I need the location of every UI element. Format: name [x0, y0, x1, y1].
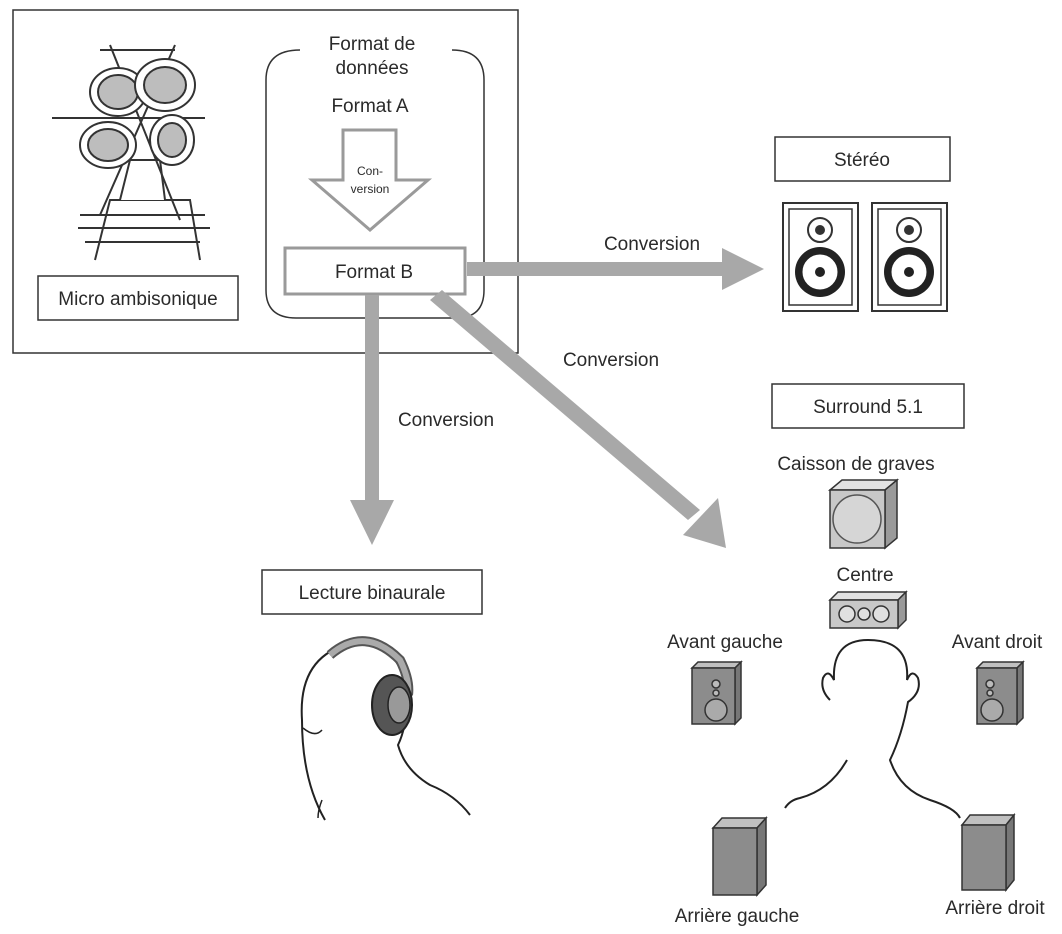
format-b-label: Format B: [335, 262, 413, 283]
rear-left-speaker-icon: [711, 816, 768, 897]
ambisonic-microphone-icon: [52, 44, 210, 261]
stereo-speaker-right-icon: [871, 202, 948, 312]
format-a-label: Format A: [331, 96, 408, 117]
binaural-label-box: [261, 569, 483, 615]
surround-label: Surround 5.1: [813, 397, 923, 418]
arrow-to-surround: [430, 290, 726, 548]
subwoofer-icon: [827, 478, 900, 550]
conversion-inner-label-2: version: [351, 182, 390, 196]
front-right-speaker-icon: [975, 660, 1025, 726]
micro-label-box: [37, 275, 239, 321]
data-format-label-line2: données: [336, 58, 409, 79]
headphones-head-icon: [300, 636, 471, 821]
rear-left-label: Arrière gauche: [675, 906, 800, 927]
arrow-to-binaural: [350, 295, 394, 545]
center-speaker-icon: [828, 590, 908, 630]
surround-label-box: [771, 383, 965, 429]
front-right-label: Avant droit: [952, 632, 1043, 653]
format-b-box: [283, 246, 467, 296]
rear-right-label: Arrière droit: [945, 898, 1045, 919]
conversion-inner-label-1: Con-: [357, 164, 383, 178]
conversion-binaural-label: Conversion: [398, 410, 494, 431]
binaural-label: Lecture binaurale: [299, 583, 446, 604]
front-left-label: Avant gauche: [667, 632, 783, 653]
subwoofer-label: Caisson de graves: [777, 454, 934, 475]
stereo-speaker-left-icon: [782, 202, 859, 312]
arrow-to-stereo: [467, 248, 764, 290]
conversion-surround-label: Conversion: [563, 350, 659, 371]
stereo-label-box: [774, 136, 951, 182]
center-label: Centre: [836, 565, 893, 586]
stereo-label: Stéréo: [834, 150, 890, 171]
hollow-conversion-arrow: [307, 128, 433, 232]
micro-label: Micro ambisonique: [58, 289, 217, 310]
rear-right-speaker-icon: [960, 812, 1016, 893]
front-left-speaker-icon: [690, 660, 743, 726]
data-format-label-line1: Format de: [329, 34, 416, 55]
conversion-stereo-label: Conversion: [604, 234, 700, 255]
listener-head-icon: [784, 638, 961, 819]
